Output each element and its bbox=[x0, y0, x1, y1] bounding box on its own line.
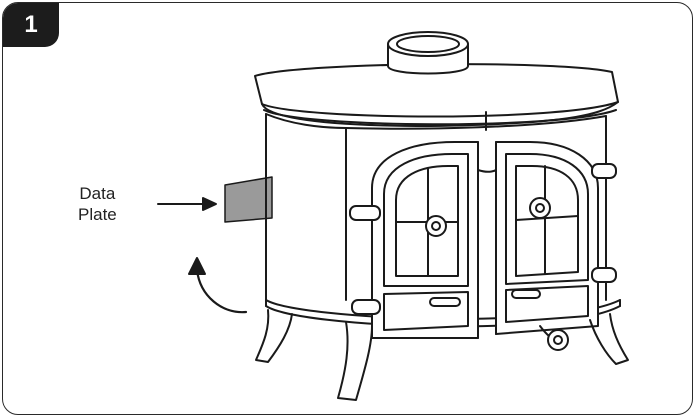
callout-arrow-icon bbox=[157, 197, 217, 211]
data-plate-label-line1: Data bbox=[79, 184, 116, 203]
step-number-badge: 1 bbox=[3, 3, 59, 47]
rotate-arrow-icon bbox=[188, 257, 248, 314]
stove-legs bbox=[255, 309, 629, 401]
data-plate-label-line2: Plate bbox=[78, 205, 117, 224]
stove-top-plate bbox=[254, 63, 619, 127]
flue-collar bbox=[387, 31, 469, 75]
data-plate bbox=[224, 176, 273, 223]
stove-door-assembly bbox=[349, 111, 617, 339]
data-plate-label: Data Plate bbox=[78, 183, 117, 225]
